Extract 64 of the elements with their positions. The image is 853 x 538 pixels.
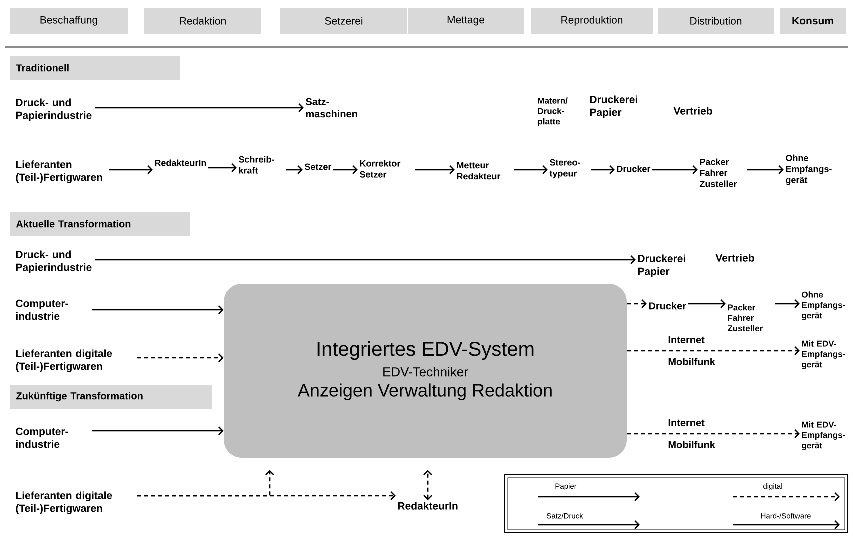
system-box: Integriertes EDV-System EDV-Techniker Anzeigen Verwaltung Redaktion: [224, 284, 627, 458]
stage-header: Distribution: [658, 8, 774, 34]
stage-label: Ohne Empfangs- gerät: [786, 154, 832, 186]
arrow: [95, 256, 636, 264]
arrow: [208, 164, 237, 172]
stage-label: Druckerei Papier: [590, 96, 638, 118]
stage-label: Drucker: [617, 166, 651, 172]
stage-header: Beschaffung: [10, 8, 128, 34]
arrow: [514, 166, 548, 174]
arrow: [591, 166, 615, 174]
stage-label: RedakteurIn: [398, 502, 458, 510]
stage-label: Computer- industrie: [16, 300, 68, 320]
stage-label: Lieferanten (Teil-)Fertigwaren: [16, 160, 102, 184]
stage-label: Packer Fahrer Zusteller: [700, 158, 738, 188]
stage-label: Lieferanten digitale (Teil-)Fertigwaren: [16, 350, 112, 372]
arrow: [109, 166, 153, 174]
stage-label: Metteur Redakteur: [457, 162, 501, 180]
stage-label: Setzer: [304, 164, 332, 170]
stage-label: Drucker: [649, 302, 686, 310]
stage-label: Korrektor Setzer: [360, 160, 401, 178]
stage-label: Packer Fahrer Zusteller: [728, 304, 764, 332]
arrow: [775, 300, 800, 308]
stage-label: Druckerei Papier: [638, 254, 686, 278]
arrow: [92, 426, 224, 436]
arrow: [627, 430, 800, 438]
stage-header: Mettage: [408, 8, 524, 34]
arrow: [137, 470, 274, 497]
arrow: [747, 166, 784, 174]
edge-label: Internet Mobilfunk: [668, 420, 716, 448]
node-label: Mettage: [448, 16, 484, 26]
stage-label: Matern/ Druck- platte: [538, 98, 568, 126]
arrow: [688, 300, 726, 308]
node-label: Setzerei: [325, 17, 363, 25]
arrow: [137, 354, 224, 362]
arrow: [652, 166, 698, 174]
section-band: Traditionell: [10, 56, 180, 80]
stage-label: Lieferanten digitale (Teil-)Fertigwaren: [16, 492, 112, 514]
stage-label: Vertrieb: [716, 254, 754, 262]
stage-label: Schreib- kraft: [238, 156, 274, 174]
edge-label: Internet Mobilfunk: [668, 336, 716, 366]
stage-header: Reproduktion: [531, 8, 653, 34]
stage-label: Vertrieb: [674, 107, 712, 115]
stage-label: RedakteurIn: [155, 160, 206, 166]
stage-label: Druck- und Papierindustrie: [16, 98, 92, 122]
arrow: [95, 104, 304, 112]
section-band: Aktuelle Transformation: [10, 212, 190, 236]
stage-label: Ohne Empfangs- gerät: [802, 292, 846, 320]
arrow: [415, 166, 455, 174]
stage-header: Setzerei: [280, 8, 408, 34]
section-band: Zukünftige Transformation: [10, 385, 212, 409]
arrow: [627, 300, 647, 308]
arrow: [92, 306, 224, 314]
stage-label: Druck- und Papierindustrie: [16, 250, 92, 274]
stage-header: Konsum: [780, 8, 846, 34]
arrow: [627, 346, 800, 356]
stage-label: Mit EDV- Empfangs- gerät: [802, 422, 846, 450]
stage-label: Computer- industrie: [16, 428, 68, 448]
stage-header: Redaktion: [144, 8, 262, 34]
stage-label: Satz- maschinen: [306, 98, 358, 118]
arrow: [286, 166, 303, 174]
stage-label: Stereo- typeur: [550, 159, 580, 179]
arrow: [333, 166, 358, 174]
arrow: [424, 470, 432, 500]
stage-label: Mit EDV- Empfangs- gerät: [802, 340, 846, 370]
